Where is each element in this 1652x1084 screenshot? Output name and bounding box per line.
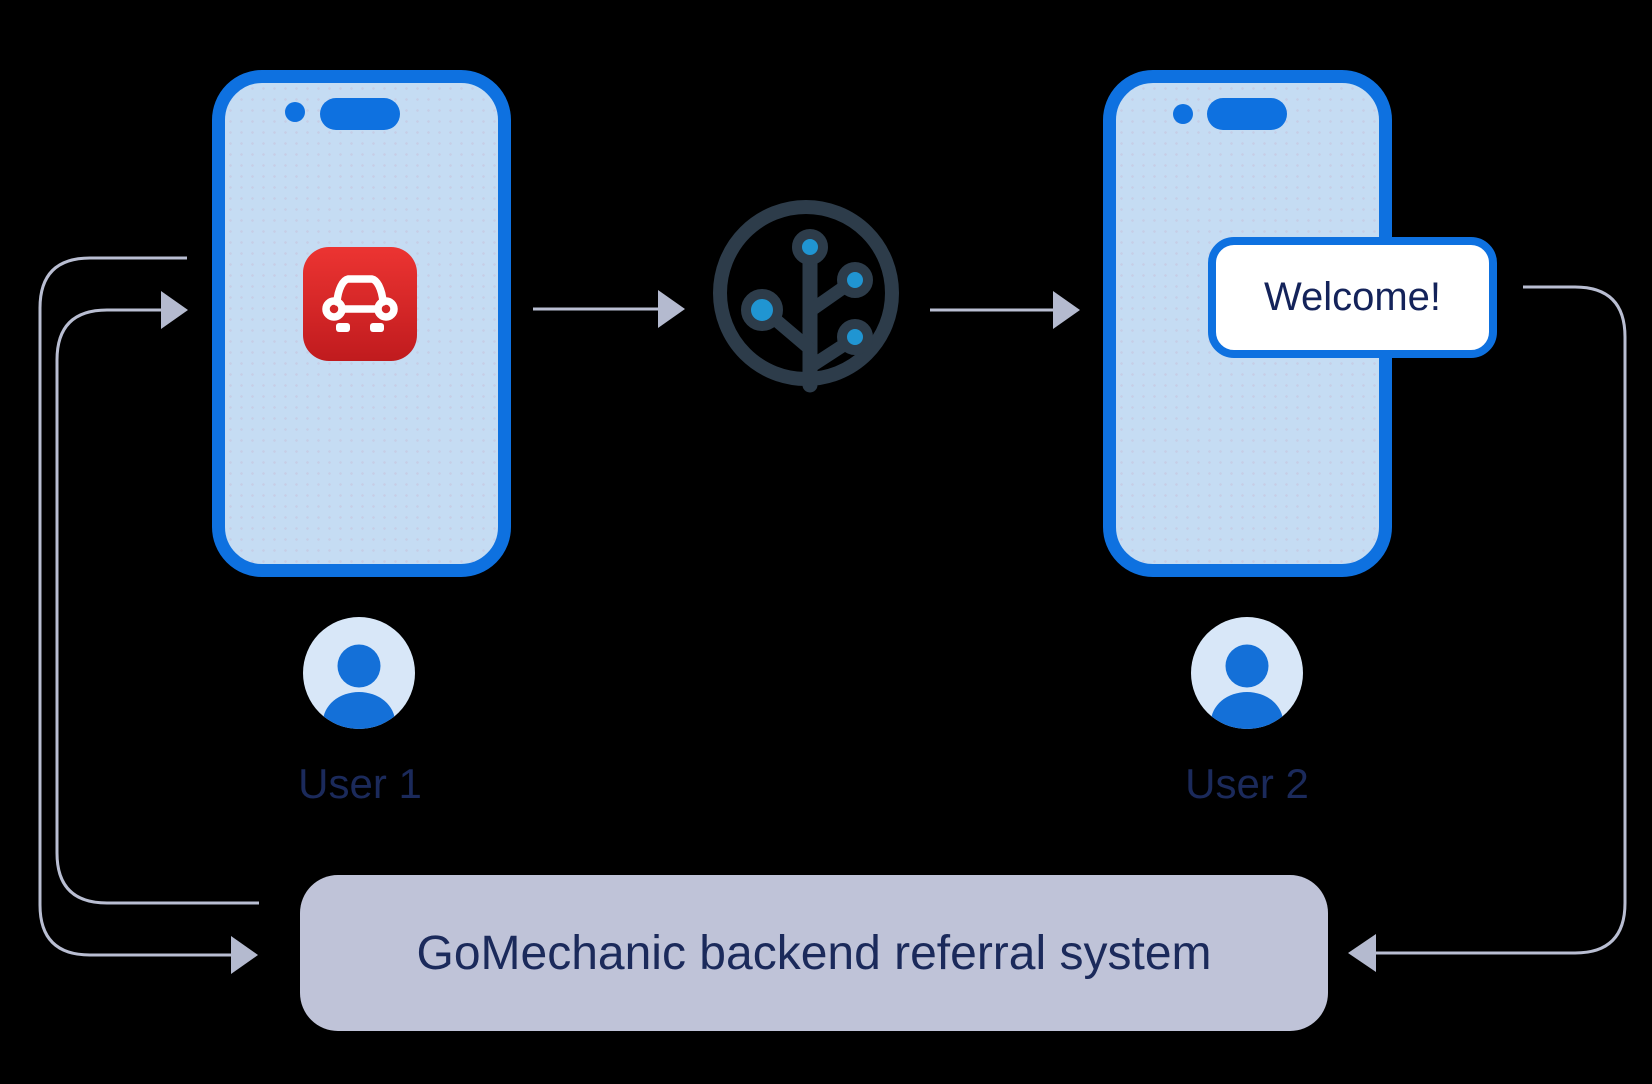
user-1-avatar-icon bbox=[303, 617, 415, 729]
dynamic-island bbox=[1207, 98, 1287, 130]
arrow-user1-to-branch bbox=[533, 290, 685, 328]
arrow-branch-to-user2 bbox=[930, 291, 1080, 329]
branch-tree-nodes bbox=[741, 229, 873, 355]
connector-user1-to-backend bbox=[38, 256, 258, 974]
car-app-icon bbox=[303, 247, 417, 361]
camera-dot-icon bbox=[285, 102, 305, 122]
welcome-popup: Welcome! bbox=[1208, 237, 1497, 358]
connector-user2-to-backend bbox=[1348, 285, 1627, 972]
branch-tree-icon bbox=[713, 200, 899, 393]
backend-system-label: GoMechanic backend referral system bbox=[416, 926, 1212, 980]
welcome-text: Welcome! bbox=[1263, 275, 1442, 319]
backend-system-box: GoMechanic backend referral system bbox=[300, 875, 1328, 1031]
user-1-label: User 1 bbox=[298, 760, 422, 807]
camera-dot-icon bbox=[1173, 104, 1193, 124]
connector-backend-to-user1 bbox=[55, 291, 259, 905]
car-glyph bbox=[322, 275, 398, 321]
user-2-label: User 2 bbox=[1185, 760, 1309, 807]
dynamic-island bbox=[320, 98, 400, 130]
user-2-avatar-icon bbox=[1191, 617, 1303, 729]
phone-user1 bbox=[212, 70, 511, 577]
